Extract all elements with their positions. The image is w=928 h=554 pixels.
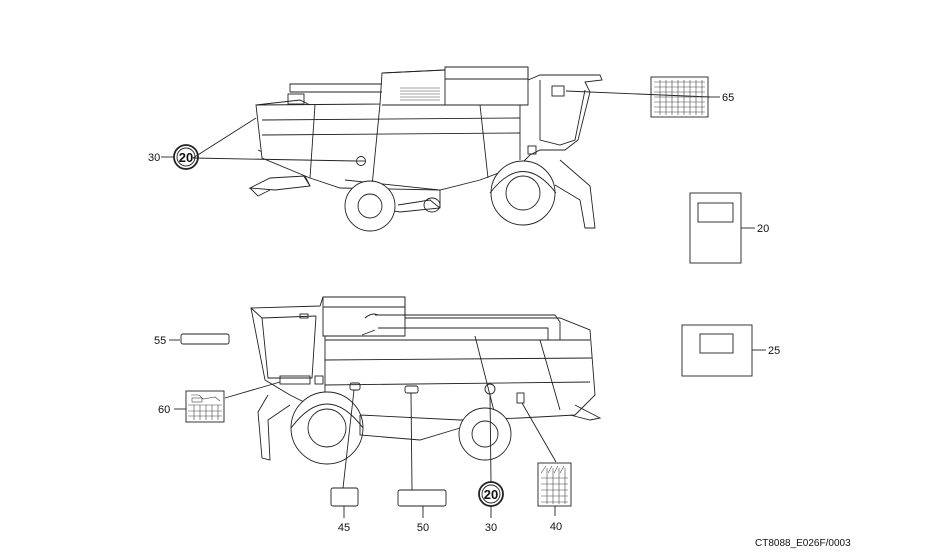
decal-55: 55: [154, 333, 230, 347]
callout-30-bottom-label: 30: [485, 522, 497, 534]
leader-lines-top: [192, 90, 711, 162]
callout-50-label: 50: [417, 522, 429, 534]
callout-55-label: 55: [154, 335, 166, 347]
callout-25-label: 25: [768, 345, 780, 357]
callout-45-label: 45: [338, 522, 350, 534]
decal-25: 25: [681, 324, 780, 377]
combine-right-side-view: [250, 296, 602, 465]
speed-limit-badge-bottom: 20: [484, 487, 498, 502]
figure-code: CT8088_E026F/0003: [755, 538, 851, 549]
callout-30-bottom: 20 30: [478, 481, 504, 534]
callout-30-top: 30 20: [148, 144, 199, 170]
callout-60-label: 60: [158, 404, 170, 416]
speed-limit-badge-top: 20: [179, 150, 193, 165]
callout-30-top-label: 30: [148, 152, 160, 164]
leader-lines-bottom: [224, 381, 557, 491]
decal-40: 40: [537, 462, 572, 533]
decal-65: 65: [650, 76, 734, 118]
decal-50: 50: [397, 489, 447, 534]
callout-20-label: 20: [757, 223, 769, 235]
callout-40-label: 40: [550, 521, 562, 533]
combine-left-side-view: [248, 66, 603, 232]
decal-20-manual: 20: [689, 192, 769, 264]
callout-65-label: 65: [722, 92, 734, 104]
decal-60: 60: [158, 390, 225, 423]
decal-45: 45: [330, 487, 359, 534]
